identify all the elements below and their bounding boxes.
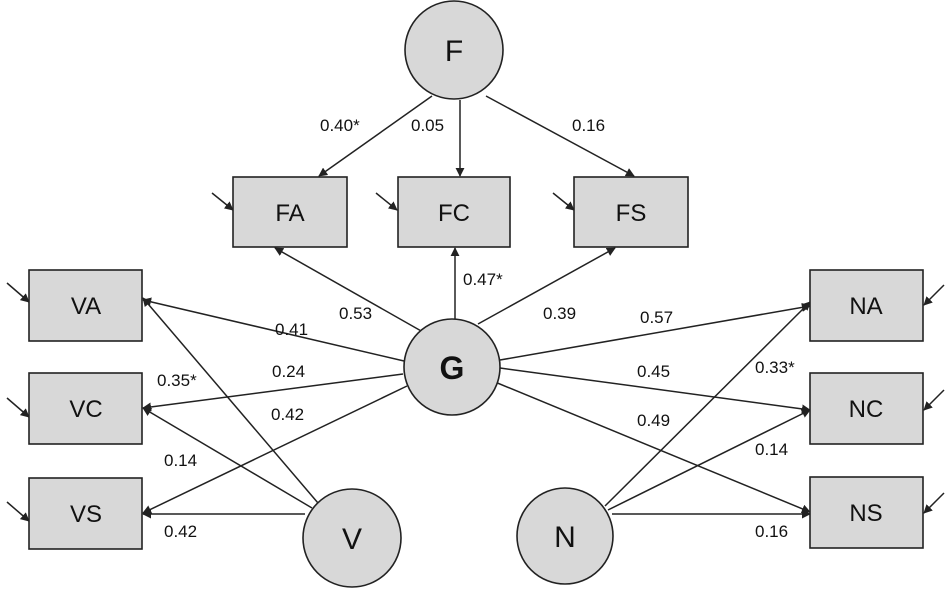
edge-g-vc [142, 373, 404, 412]
edge-g-va [142, 297, 405, 362]
coef-f-fa: 0.40* [320, 116, 360, 135]
indicator-nc-label: NC [849, 396, 884, 423]
coef-g-vc: 0.24 [272, 362, 305, 381]
indicator-ns-label: NS [849, 500, 882, 527]
coef-n-ns: 0.16 [755, 522, 788, 541]
indicator-fc: FC [397, 176, 511, 248]
coef-v-va: 0.35* [157, 371, 197, 390]
edge-n-na [604, 301, 811, 507]
indicator-va: VA [28, 269, 143, 342]
coef-f-fc: 0.05 [411, 116, 444, 135]
indicator-vs-label: VS [70, 501, 102, 528]
edge-g-na [499, 302, 811, 361]
factor-g: G [403, 318, 501, 416]
coef-n-nc: 0.14 [755, 440, 788, 459]
factor-n-label: N [554, 521, 576, 554]
factor-g-label: G [440, 350, 465, 386]
coef-g-fc: 0.47* [463, 270, 503, 289]
factor-f: F [404, 0, 504, 100]
residual-arrow-vc [6, 397, 30, 418]
factor-n: N [516, 487, 614, 585]
coef-g-nc: 0.45 [637, 362, 670, 381]
indicator-na: NA [809, 269, 924, 342]
coef-g-fs: 0.39 [543, 304, 576, 323]
indicator-na-label: NA [849, 293, 882, 320]
edge-v-va [142, 297, 319, 504]
edge-g-fs [477, 247, 616, 325]
coef-g-va: 0.41 [275, 320, 308, 339]
coef-g-vs: 0.42 [271, 405, 304, 424]
residual-arrow-va [6, 282, 30, 303]
residual-arrow-na [923, 284, 945, 306]
indicator-fc-label: FC [438, 200, 470, 227]
coef-v-vc: 0.14 [164, 451, 197, 470]
edge-f-fa [318, 95, 433, 177]
coef-n-na: 0.33* [755, 358, 795, 377]
coef-v-vs: 0.42 [164, 522, 197, 541]
residual-arrow-fa [211, 192, 234, 211]
residual-arrow-vs [6, 501, 30, 522]
factor-v-label: V [342, 523, 362, 556]
indicator-vc: VC [28, 372, 143, 445]
indicator-vs: VS [28, 477, 143, 550]
indicator-fs: FS [573, 176, 689, 248]
residual-arrow-fc [375, 192, 398, 211]
edge-g-fa [274, 247, 431, 337]
factor-f-label: F [445, 35, 463, 68]
indicator-nc: NC [809, 372, 924, 445]
residual-arrow-nc [923, 389, 945, 411]
indicator-fa-label: FA [275, 200, 304, 227]
edge-f-fs [485, 95, 635, 177]
edge-g-nc [499, 367, 811, 414]
factor-v: V [302, 488, 402, 588]
residual-arrow-fs [552, 192, 575, 211]
coef-g-fa: 0.53 [339, 304, 372, 323]
coef-g-ns: 0.49 [637, 411, 670, 430]
coef-f-fs: 0.16 [572, 116, 605, 135]
edge-v-vc [142, 407, 313, 509]
indicator-va-label: VA [71, 293, 101, 320]
edge-g-ns [494, 381, 811, 514]
residual-arrow-ns [923, 492, 945, 514]
edge-g-vs [142, 385, 408, 514]
indicator-vc-label: VC [69, 396, 102, 423]
edge-n-nc [607, 409, 811, 511]
indicator-fa: FA [232, 176, 348, 248]
indicator-ns: NS [809, 476, 924, 549]
coef-g-na: 0.57 [640, 308, 673, 327]
indicator-fs-label: FS [616, 200, 647, 227]
